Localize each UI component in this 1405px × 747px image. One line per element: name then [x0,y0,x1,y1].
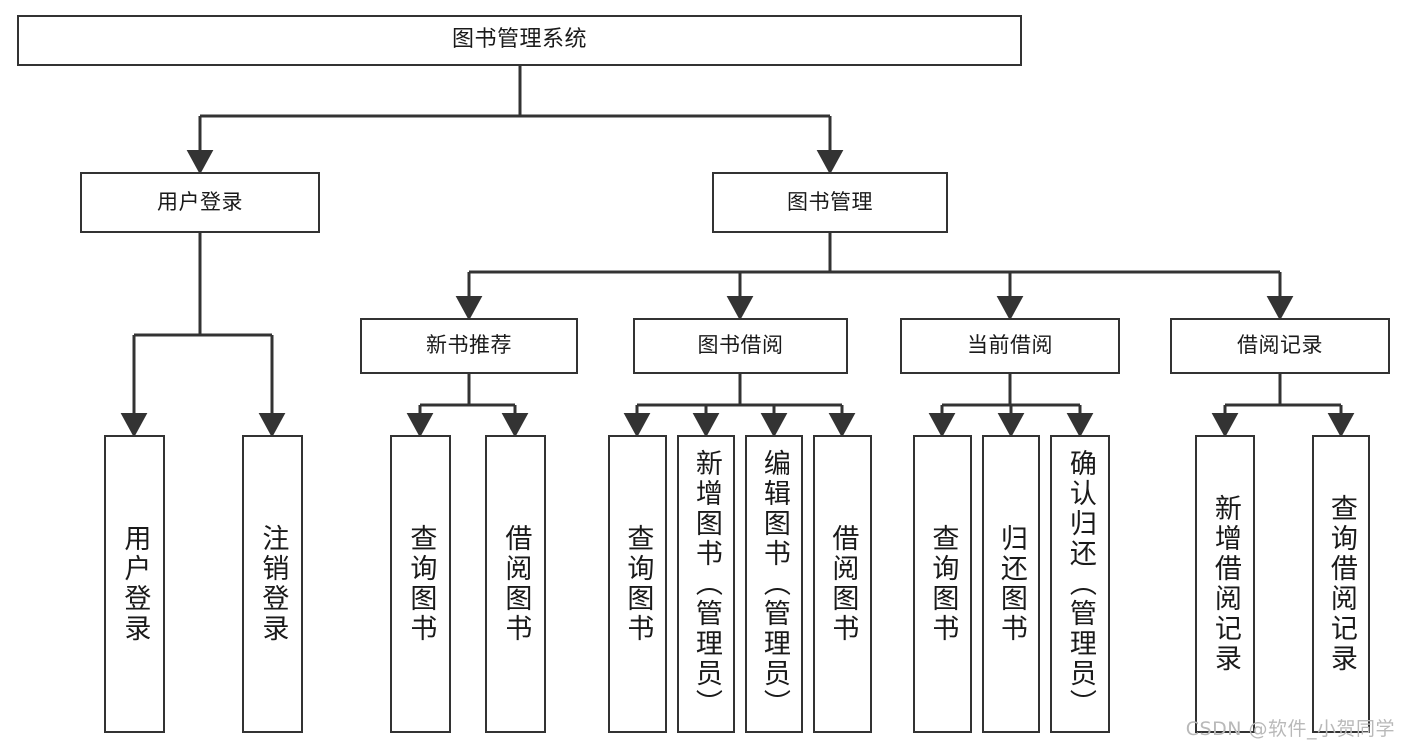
leaf-borrow-book-rec[interactable]: 借阅图书 [485,435,546,733]
leaf-confirm-return[interactable]: 确认归还（管理员） [1050,435,1110,733]
node-current-borrow-label: 当前借阅 [967,333,1053,358]
leaf-borrow-book[interactable]: 借阅图书 [813,435,872,733]
leaf-query-book-rec-label: 查询图书 [405,524,437,644]
leaf-add-book[interactable]: 新增图书（管理员） [677,435,735,733]
leaf-edit-book-label: 编辑图书（管理员） [758,449,790,719]
leaf-borrow-book-label: 借阅图书 [827,524,859,644]
leaf-return-book-label: 归还图书 [995,524,1027,644]
leaf-borrow-book-rec-label: 借阅图书 [500,524,532,644]
leaf-query-book-cur-label: 查询图书 [927,524,959,644]
node-book-borrow[interactable]: 图书借阅 [633,318,848,374]
leaf-user-login-label: 用户登录 [119,524,151,644]
leaf-query-book[interactable]: 查询图书 [608,435,667,733]
node-borrow-record-label: 借阅记录 [1237,333,1323,358]
node-current-borrow[interactable]: 当前借阅 [900,318,1120,374]
leaf-add-record-label: 新增借阅记录 [1209,494,1241,674]
leaf-query-book-label: 查询图书 [622,524,654,644]
node-book-borrow-label: 图书借阅 [697,333,784,358]
leaf-logout-label: 注销登录 [257,524,289,644]
node-new-book-recommend-label: 新书推荐 [426,333,512,358]
node-user-login[interactable]: 用户登录 [80,172,320,233]
watermark: CSDN @软件_小贺同学 [1185,718,1395,740]
node-root-label: 图书管理系统 [451,27,587,53]
leaf-add-record[interactable]: 新增借阅记录 [1195,435,1255,733]
leaf-return-book[interactable]: 归还图书 [982,435,1040,733]
leaf-user-login[interactable]: 用户登录 [104,435,165,733]
leaf-query-record[interactable]: 查询借阅记录 [1312,435,1370,733]
leaf-confirm-return-label: 确认归还（管理员） [1064,449,1096,719]
node-new-book-recommend[interactable]: 新书推荐 [360,318,578,374]
leaf-logout[interactable]: 注销登录 [242,435,303,733]
leaf-edit-book[interactable]: 编辑图书（管理员） [745,435,803,733]
leaf-query-book-rec[interactable]: 查询图书 [390,435,451,733]
node-book-manage-label: 图书管理 [787,189,873,214]
node-root[interactable]: 图书管理系统 [17,15,1022,66]
node-book-manage[interactable]: 图书管理 [712,172,948,233]
leaf-query-book-cur[interactable]: 查询图书 [913,435,972,733]
leaf-add-book-label: 新增图书（管理员） [690,449,722,719]
leaf-query-record-label: 查询借阅记录 [1325,494,1357,674]
node-user-login-label: 用户登录 [157,189,243,214]
node-borrow-record[interactable]: 借阅记录 [1170,318,1390,374]
